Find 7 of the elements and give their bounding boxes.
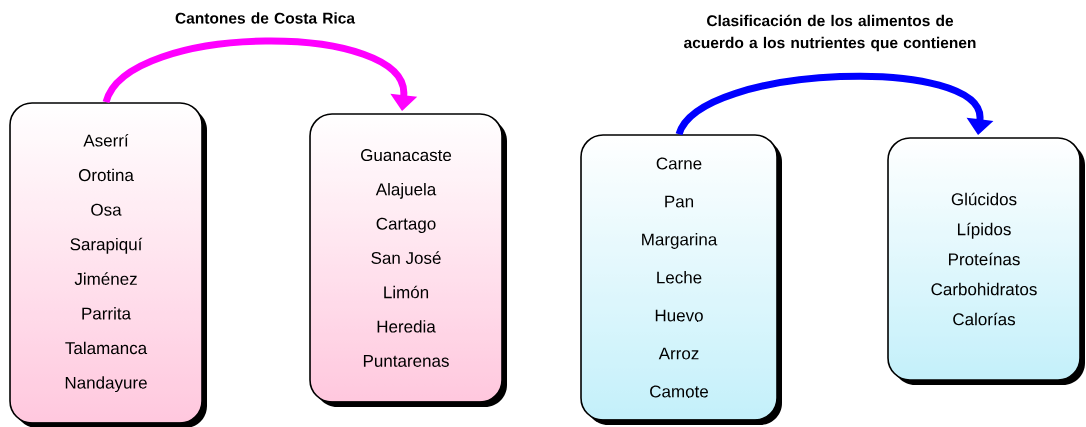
curved-arrow <box>676 73 994 137</box>
rounded-box: Guanacaste Alajuela Cartago San José Limón Heredia Puntarenas <box>309 113 507 407</box>
heading: Cantones de Costa Rica <box>175 12 356 24</box>
heading: Clasificación de los alimentos de acuerdo a los nutrientes que contienen <box>684 14 976 52</box>
rounded-box: Carne Pan Margarina Leche Huevo Arroz Camote <box>580 134 782 425</box>
rounded-box: Glúcidos Lípidos Proteínas Carbohidratos Calorías <box>887 137 1085 385</box>
rounded-box: Aserrí Orotina Osa Sarapiquí Jiménez Parrita Talamanca Nandayure <box>9 102 207 427</box>
